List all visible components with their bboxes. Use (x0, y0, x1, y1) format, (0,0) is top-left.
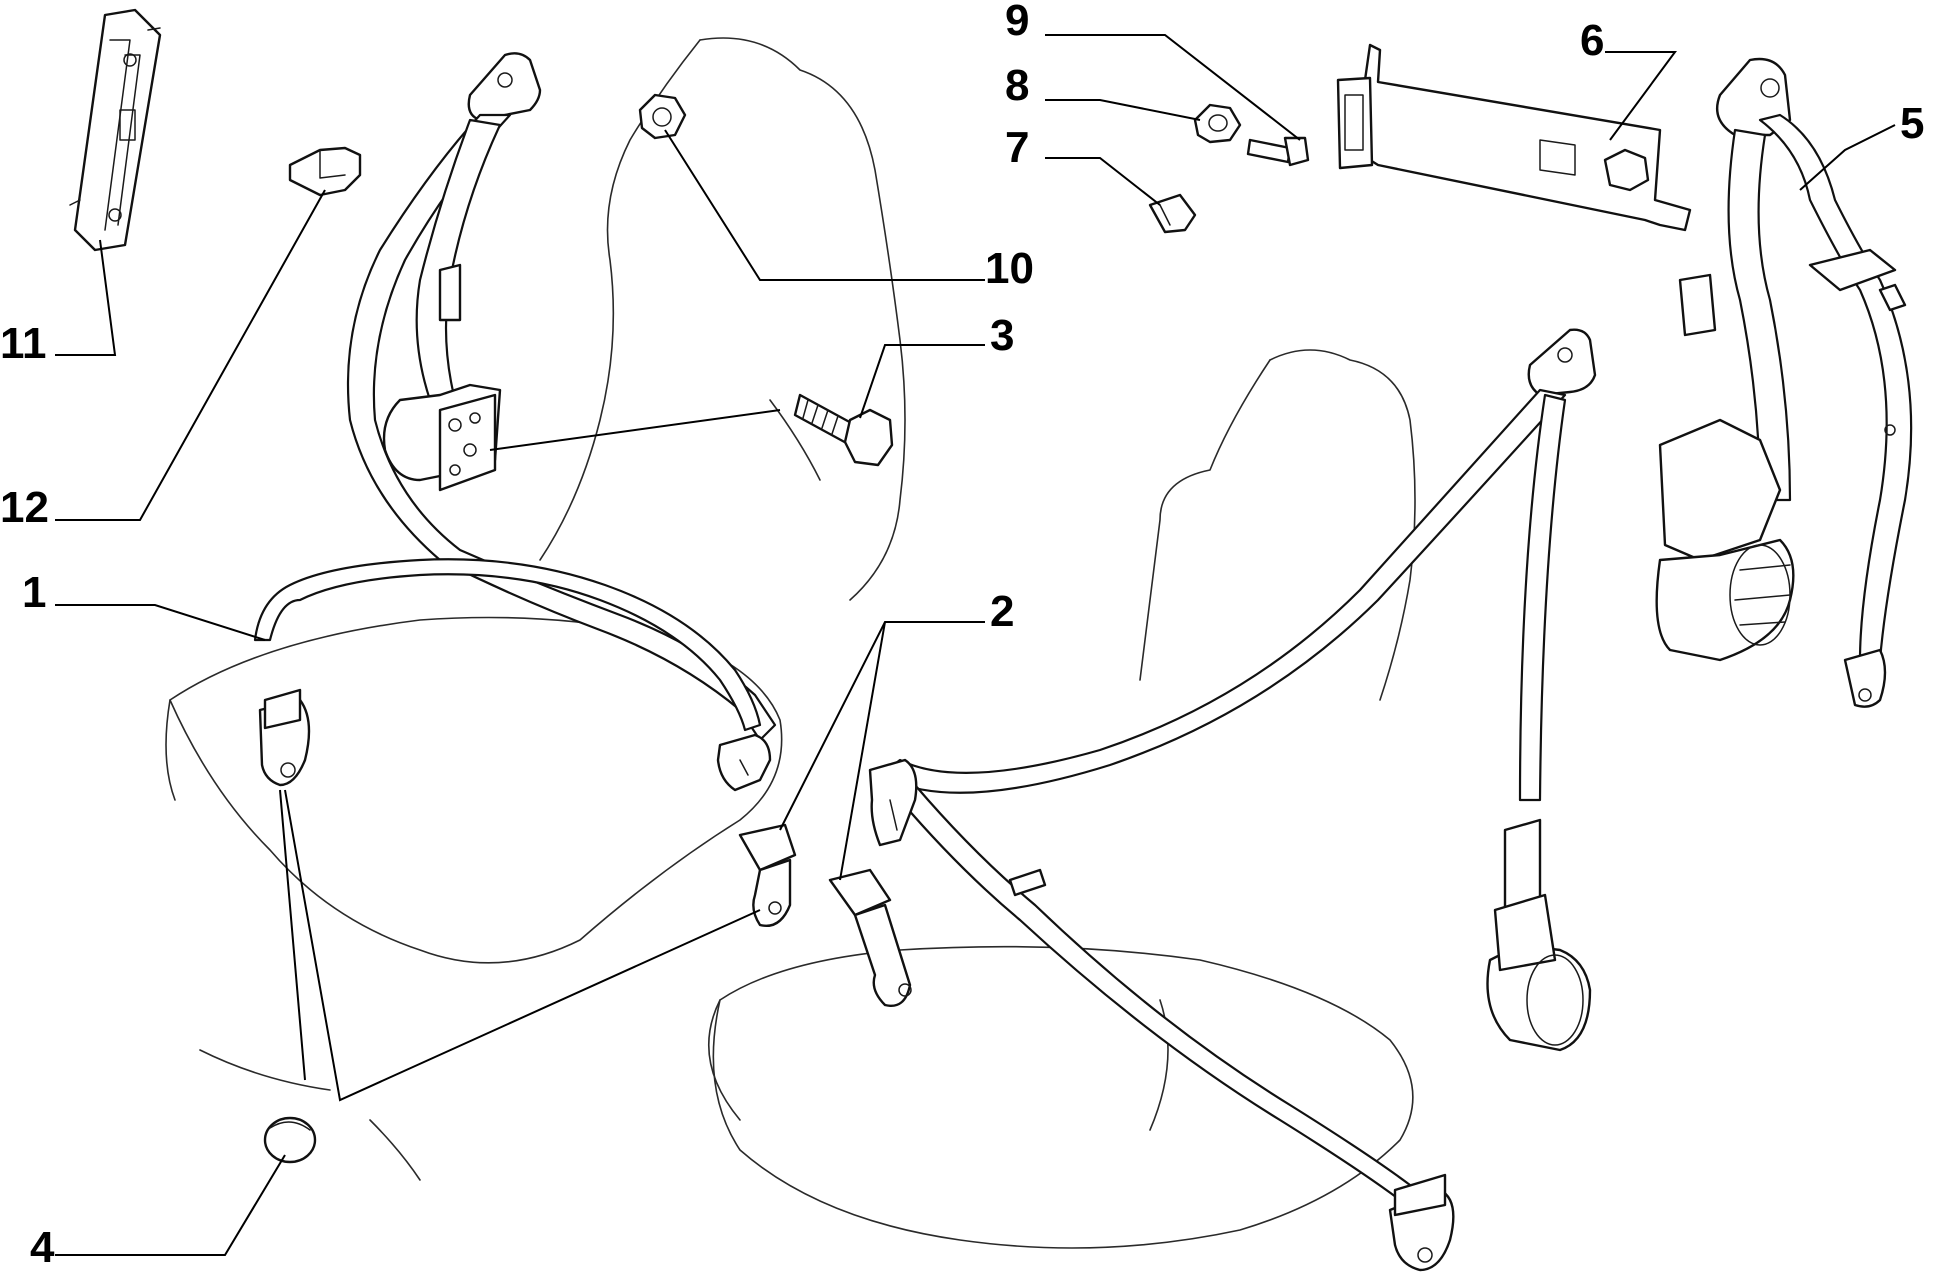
leader-10 (664, 129, 985, 281)
part-4-cap (263, 1116, 317, 1164)
buckle-receiver-right (828, 868, 892, 917)
part-9-screw (1246, 136, 1310, 167)
shoulder-belt-strap-right (878, 388, 1567, 794)
leader-3 (859, 344, 985, 419)
leader-4-link (284, 789, 761, 1102)
callout-2: 2 (990, 587, 1014, 636)
part-7-bolt (1148, 193, 1197, 234)
leader-1 (55, 604, 266, 641)
lap-belt-strap (253, 558, 762, 732)
leader-12 (55, 189, 326, 521)
retractor-guide-right (1503, 818, 1542, 912)
belt-assembly-right (828, 328, 1597, 1272)
part-8-nut (1193, 103, 1242, 144)
leader-7 (1045, 157, 1161, 206)
callout-1: 1 (22, 568, 46, 617)
part-11-guide-rail (69, 8, 162, 252)
callout-3: 3 (990, 311, 1014, 360)
strap-slider (1008, 868, 1047, 897)
part-6-bracket (1336, 43, 1692, 232)
part-10-nut (638, 93, 687, 140)
leader-lines (55, 34, 1896, 1256)
callout-10: 10 (985, 244, 1034, 293)
retractor-housing-right (1486, 943, 1592, 1052)
retractor-guide (438, 263, 462, 322)
leader-11 (55, 239, 117, 356)
leader-2b (839, 621, 886, 881)
leader-3-mount (489, 409, 781, 451)
leader-4 (55, 1154, 286, 1256)
callout-4: 4 (30, 1223, 55, 1272)
buckle-receiver-left (738, 823, 797, 872)
lap-belt-strap-right (898, 783, 1412, 1202)
buckle-tongue-left (716, 733, 772, 792)
right-seat-outline (708, 349, 1416, 1249)
buckle-tongue-right (868, 758, 918, 847)
part-5-retractor-assembly (1655, 57, 1913, 708)
leader-9 (1045, 34, 1301, 141)
belt-assembly-left (253, 52, 797, 927)
part-12-clip (288, 146, 362, 197)
part-3-bolt (793, 393, 894, 467)
callout-9: 9 (1005, 0, 1029, 45)
callout-8: 8 (1005, 61, 1029, 110)
anchor-bolt-hole (497, 72, 513, 88)
callout-12: 12 (0, 483, 49, 532)
leader-4-up (279, 789, 306, 1081)
leader-5 (1799, 124, 1896, 191)
callout-5: 5 (1900, 99, 1924, 148)
upper-anchor-plate-right (1527, 328, 1597, 397)
callout-6: 6 (1580, 16, 1604, 65)
callout-7: 7 (1005, 123, 1029, 172)
callout-11: 11 (0, 319, 47, 368)
leader-6 (1605, 51, 1677, 141)
leader-8 (1045, 99, 1201, 121)
